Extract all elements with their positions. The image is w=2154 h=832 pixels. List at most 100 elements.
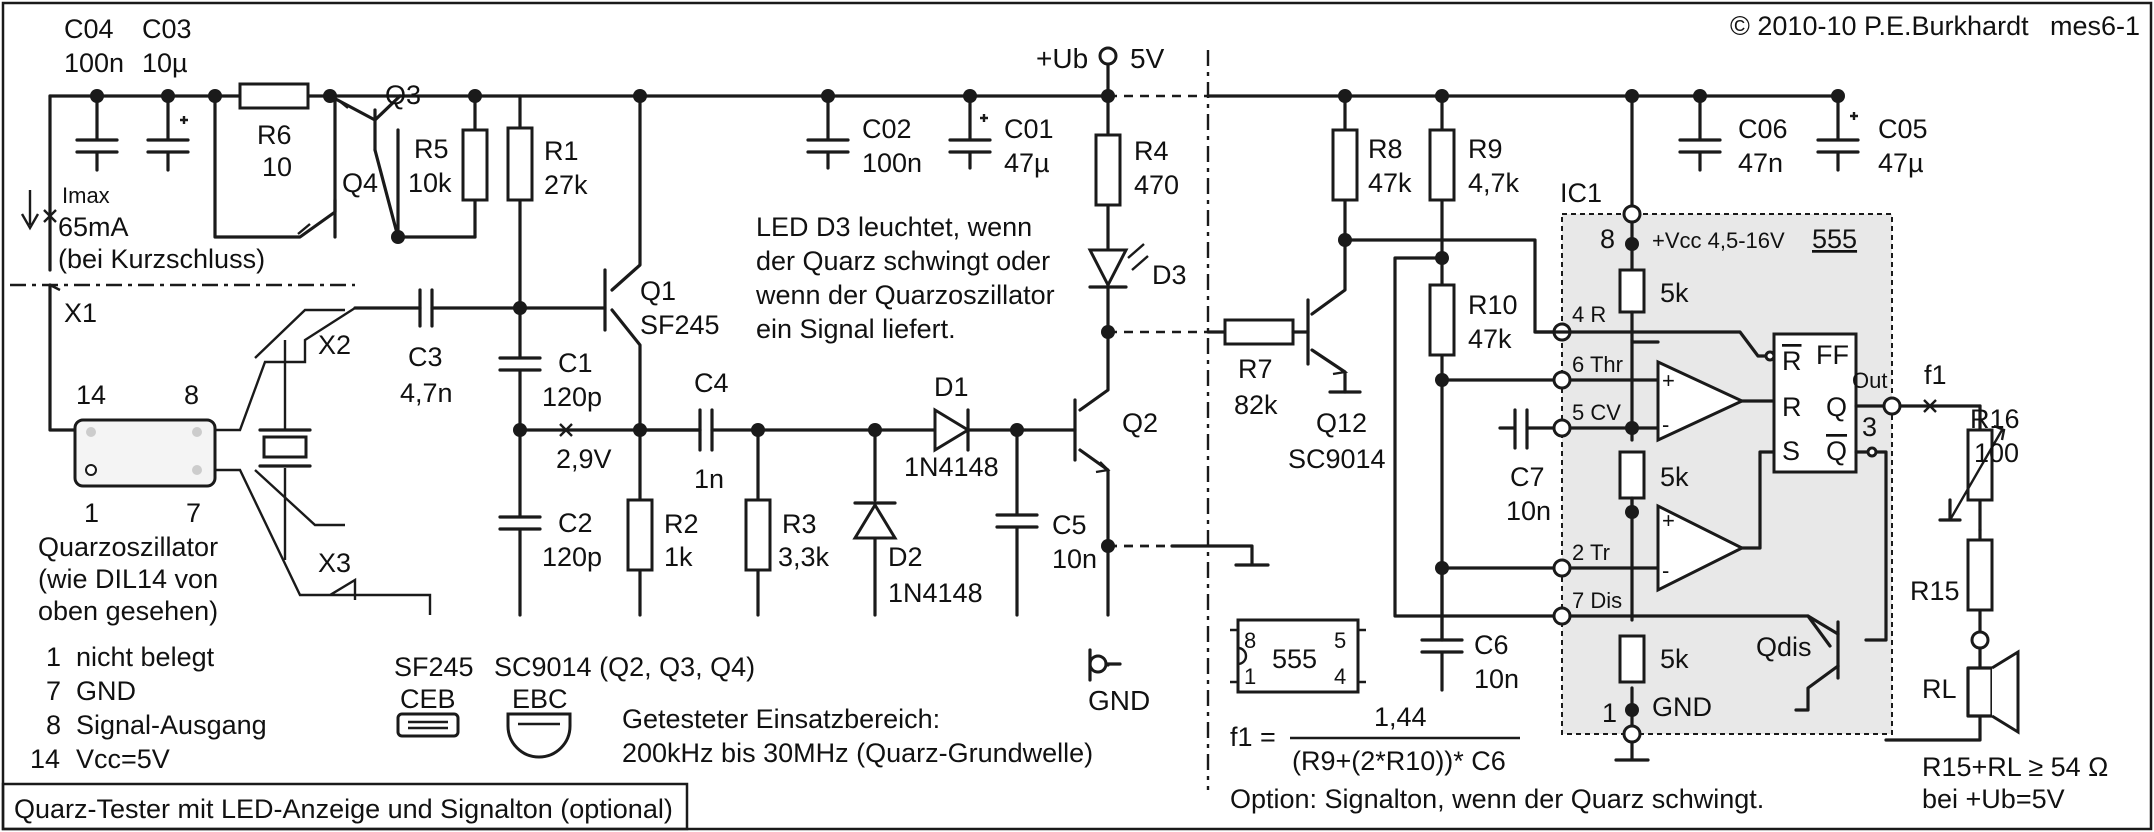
resistor-r15: R15 — [1910, 528, 1994, 632]
svg-text:C02: C02 — [862, 114, 912, 144]
capacitor-c03: C03 10µ — [142, 14, 192, 172]
svg-text:Out: Out — [1852, 368, 1887, 393]
svg-text:R6: R6 — [257, 120, 292, 150]
svg-text:5k: 5k — [1660, 462, 1689, 492]
svg-text:5k: 5k — [1660, 278, 1689, 308]
svg-text:27k: 27k — [544, 170, 588, 200]
ic1-box — [1561, 213, 1893, 735]
svg-text:SF245: SF245 — [640, 310, 720, 340]
svg-text:f1 =: f1 = — [1230, 722, 1276, 752]
copyright: © 2010-10 P.E.Burkhardt — [1730, 11, 2029, 41]
resistor-r3: R3 3,3k — [744, 428, 830, 617]
svg-text:R8: R8 — [1368, 134, 1403, 164]
svg-text:R: R — [1782, 392, 1802, 422]
range-note: Getesteter Einsatzbereich: 200kHz bis 30… — [622, 704, 1093, 768]
crystal-symbol — [258, 340, 312, 560]
resistor-r1: R1 27k — [506, 94, 588, 310]
svg-text:1,44: 1,44 — [1374, 702, 1427, 732]
svg-text:-: - — [1662, 558, 1669, 583]
svg-text:10n: 10n — [1052, 544, 1097, 574]
svg-text:RL: RL — [1922, 674, 1957, 704]
svg-text:Q3: Q3 — [385, 80, 421, 110]
svg-text:Q1: Q1 — [640, 276, 676, 306]
svg-text:R2: R2 — [664, 509, 699, 539]
title-text: Quarz-Tester mit LED-Anzeige und Signalt… — [14, 794, 673, 824]
svg-text:1n: 1n — [694, 464, 724, 494]
capacitor-c2: C2 120p — [498, 428, 602, 617]
svg-text:5 CV: 5 CV — [1572, 400, 1621, 425]
svg-text:+: + — [1662, 368, 1675, 393]
svg-text:GND: GND — [76, 676, 136, 706]
svg-text:120p: 120p — [542, 382, 602, 412]
doc-id: mes6-1 — [2050, 11, 2140, 41]
capacitor-c01: C01 47µ — [948, 94, 1054, 178]
svg-text:1N4148: 1N4148 — [888, 578, 983, 608]
oscillator-legend: Quarzoszillator (wie DIL14 von oben gese… — [30, 532, 267, 774]
svg-text:10k: 10k — [408, 168, 452, 198]
svg-text:S: S — [1782, 436, 1800, 466]
frequency-formula: f1 = 1,44 (R9+(2*R10))* C6 — [1230, 702, 1520, 776]
transistor-q3: Q3 — [328, 80, 421, 152]
svg-text:1: 1 — [1602, 698, 1617, 728]
svg-text:SC9014: SC9014 — [1288, 444, 1386, 474]
svg-text:R10: R10 — [1468, 290, 1518, 320]
resistor-r2: R2 1k — [626, 428, 699, 617]
svg-text:C05: C05 — [1878, 114, 1928, 144]
socket-separator — [10, 283, 355, 292]
diode-d2: D2 1N4148 — [852, 428, 983, 617]
svg-text:8: 8 — [46, 710, 61, 740]
transistor-q4: Q4 — [213, 94, 378, 239]
svg-text:(R9+(2*R10))* C6: (R9+(2*R10))* C6 — [1292, 746, 1506, 776]
socket-x3: X3 — [318, 548, 351, 578]
svg-text:Signal-Ausgang: Signal-Ausgang — [76, 710, 267, 740]
svg-text:100n: 100n — [862, 148, 922, 178]
svg-text:10: 10 — [262, 152, 292, 182]
svg-text:14: 14 — [30, 744, 60, 774]
load-note: R15+RL ≥ 54 Ω bei +Ub=5V — [1922, 752, 2108, 814]
ub-terminal — [1098, 46, 1118, 66]
svg-text:+Vcc 4,5-16V: +Vcc 4,5-16V — [1652, 228, 1785, 253]
svg-text:4 R: 4 R — [1572, 302, 1606, 327]
svg-text:C06: C06 — [1738, 114, 1788, 144]
socket-x1: X1 — [64, 298, 97, 328]
capacitor-c06: C06 47n — [1678, 94, 1788, 178]
svg-text:Q: Q — [1826, 436, 1847, 466]
svg-text:ein Signal liefert.: ein Signal liefert. — [756, 314, 956, 344]
resistor-r9: R9 4,7k — [1428, 94, 1520, 260]
svg-text:R15+RL ≥ 54 Ω: R15+RL ≥ 54 Ω — [1922, 752, 2108, 782]
svg-text:C6: C6 — [1474, 630, 1509, 660]
svg-text:D1: D1 — [934, 372, 969, 402]
svg-text:D3: D3 — [1152, 260, 1187, 290]
svg-text:FF: FF — [1816, 340, 1849, 370]
capacitor-c1: C1 120p — [498, 306, 602, 432]
capacitor-c05: C05 47µ — [1816, 94, 1928, 178]
svg-text:100n: 100n — [64, 48, 124, 78]
svg-text:C01: C01 — [1004, 114, 1054, 144]
svg-text:R5: R5 — [414, 134, 449, 164]
svg-text:R9: R9 — [1468, 134, 1503, 164]
capacitor-c3: C3 4,7n — [353, 288, 522, 408]
imax-label: Imax — [62, 183, 110, 208]
resistor-r5: R5 10k — [408, 94, 489, 239]
socket-x2: X2 — [318, 330, 351, 360]
svg-text:10µ: 10µ — [142, 48, 188, 78]
oscillator-socket: 14 8 1 7 — [73, 380, 217, 528]
svg-text:8: 8 — [1244, 628, 1256, 653]
gnd-label: GND — [1088, 685, 1150, 716]
f1-label: f1 — [1924, 360, 1947, 390]
svg-text:wenn der Quarzoszillator: wenn der Quarzoszillator — [755, 280, 1055, 310]
svg-text:Q12: Q12 — [1316, 408, 1367, 438]
svg-text:(wie DIL14 von: (wie DIL14 von — [38, 564, 218, 594]
imax-value: 65mA — [58, 212, 129, 242]
svg-text:C03: C03 — [142, 14, 192, 44]
capacitor-c02: C02 100n — [806, 94, 922, 178]
svg-text:7: 7 — [186, 498, 201, 528]
svg-text:47k: 47k — [1468, 324, 1512, 354]
svg-text:14: 14 — [76, 380, 106, 410]
svg-text:3,3k: 3,3k — [778, 542, 830, 572]
svg-text:GND: GND — [1652, 692, 1712, 722]
svg-text:Qdis: Qdis — [1756, 632, 1812, 662]
svg-text:SF245: SF245 — [394, 652, 474, 682]
